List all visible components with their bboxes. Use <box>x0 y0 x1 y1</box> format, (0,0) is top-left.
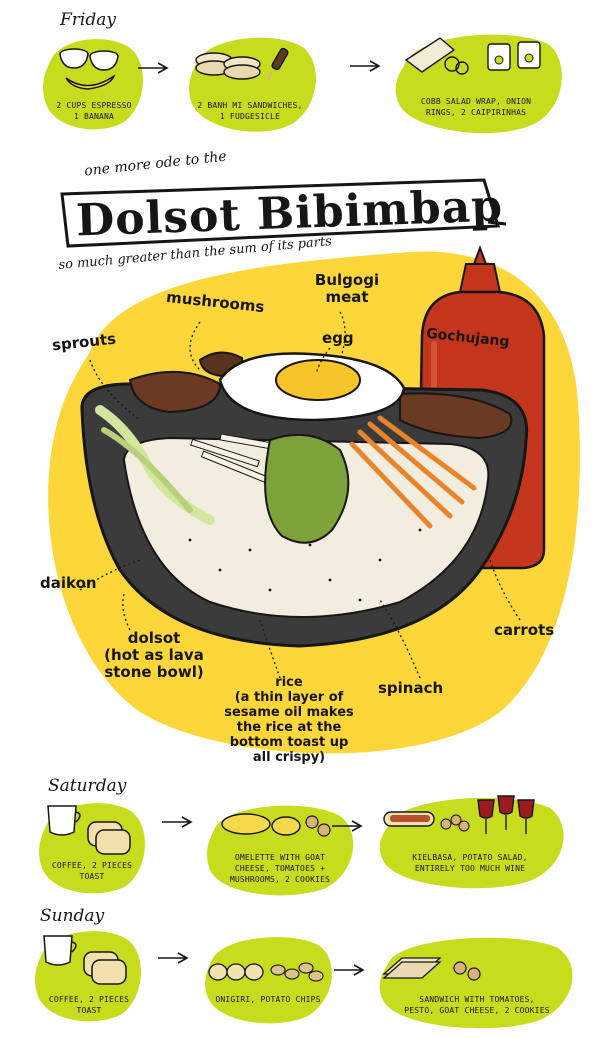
sandwich-cookies-icon <box>382 957 481 981</box>
kielbasa-wine-icon <box>383 795 535 834</box>
meal-blob <box>205 937 332 1024</box>
label-rice: rice (a thin layer of sesame oil makes t… <box>224 675 354 765</box>
meal-caption: omelette with goat cheese, tomatoes + mu… <box>229 853 331 884</box>
meal-caption: sandwich with tomatoes, pesto, goat chee… <box>404 995 550 1015</box>
meal-caption: 2 banh mi sandwiches, 1 fudgesicle <box>197 101 303 121</box>
sandwich-icon <box>195 47 289 81</box>
label-bulgogi-meat: Bulgogi meat <box>314 271 380 306</box>
arrow-right-icon <box>162 816 193 828</box>
wrap-drinks-icon <box>404 37 541 75</box>
coffee-toast-icon <box>47 805 131 855</box>
day-heading-sunday: Sunday <box>40 906 105 926</box>
label-daikon: daikon <box>40 574 97 592</box>
label-carrots: carrots <box>494 621 555 639</box>
meal-caption: coffee, 2 pieces toast <box>51 861 133 881</box>
coffee-toast-icon <box>43 935 127 985</box>
leader-lines <box>79 311 521 679</box>
omelette-icon <box>221 813 331 837</box>
meal-caption: cobb salad wrap, onion rings, 2 caipirin… <box>420 97 532 117</box>
arrow-right-icon <box>158 952 189 964</box>
meal-caption: coffee, 2 pieces toast <box>48 995 130 1015</box>
cups-banana-icon <box>59 48 119 90</box>
title-banner <box>60 178 507 248</box>
onigiri-chips-icon <box>208 962 324 982</box>
label-dolsot: dolsot (hot as lava stone bowl) <box>104 629 204 681</box>
meal-caption: 2 cups espresso 1 banana <box>56 101 132 121</box>
arrow-right-icon <box>332 820 363 832</box>
arrow-right-icon <box>350 60 381 72</box>
label-spinach: spinach <box>378 679 444 697</box>
bibimbap-bowl-illustration <box>80 351 529 648</box>
arrow-right-icon <box>334 964 365 976</box>
meal-caption: kielbasa, potato salad, entirely too muc… <box>412 853 528 873</box>
day-heading-friday: Friday <box>60 10 116 30</box>
arrow-right-icon <box>138 62 169 74</box>
label-egg: egg <box>322 329 354 347</box>
day-heading-saturday: Saturday <box>48 776 127 796</box>
meal-caption: onigiri, potato chips <box>215 995 321 1004</box>
